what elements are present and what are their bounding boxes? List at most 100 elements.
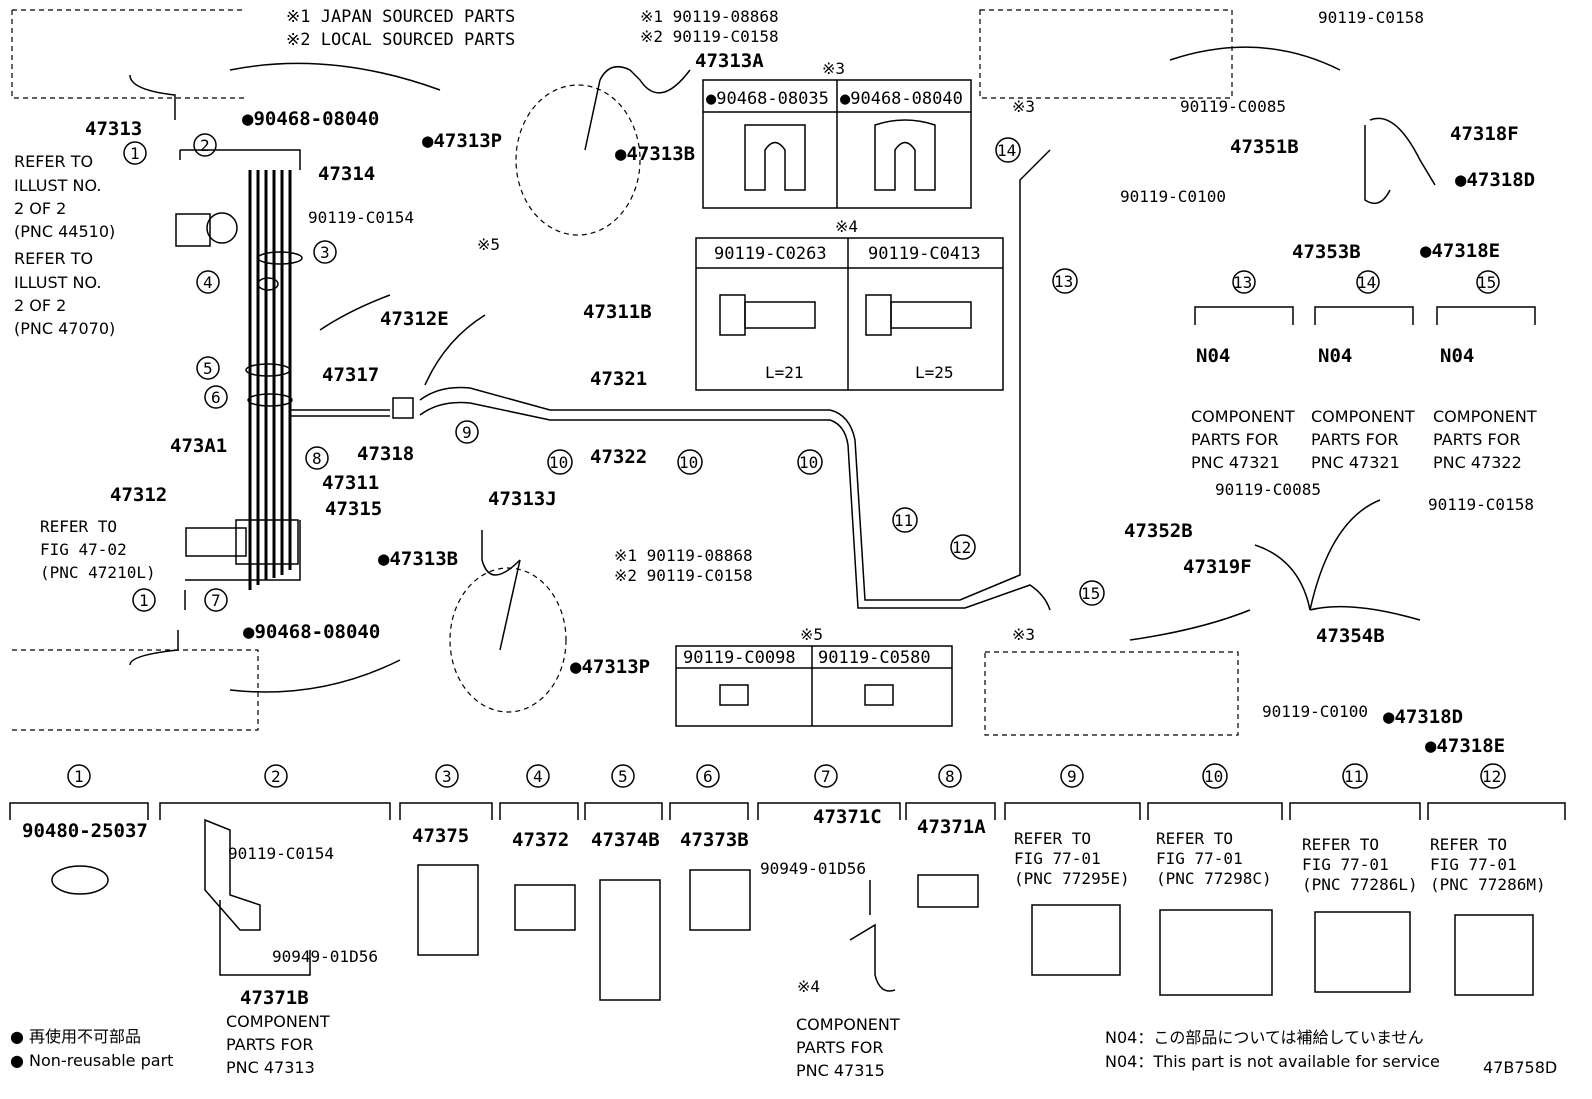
svg-text:REFER TO: REFER TO — [1156, 829, 1233, 848]
svg-text:(PNC 77295E): (PNC 77295E) — [1014, 869, 1130, 888]
svg-text:PNC 47322: PNC 47322 — [1433, 453, 1522, 472]
svg-text:47373B: 47373B — [680, 829, 749, 851]
svg-text:4: 4 — [533, 767, 543, 786]
arrow-top-left — [229, 62, 441, 91]
outline-bottom-right — [984, 651, 1239, 736]
svg-text:● Non-reusable part: ● Non-reusable part — [10, 1051, 173, 1070]
svg-text:6: 6 — [703, 767, 713, 786]
svg-text:●90468-08035: ●90468-08035 — [706, 89, 829, 109]
svg-text:COMPONENT: COMPONENT — [1433, 407, 1537, 426]
svg-text:●47313B: ●47313B — [615, 143, 695, 165]
note-local: ※2 LOCAL SOURCED PARTS — [286, 30, 515, 50]
table-x4: ※4 90119-C0263 90119-C0413 L=21 L=25 — [695, 217, 1004, 391]
svg-text:47351B: 47351B — [1230, 136, 1299, 158]
svg-text:10: 10 — [799, 453, 818, 472]
svg-text:N04: N04 — [1440, 345, 1474, 367]
svg-text:(PNC 77286L): (PNC 77286L) — [1302, 875, 1418, 894]
svg-text:(PNC 47070): (PNC 47070) — [14, 319, 115, 338]
bottom-parts: 1 2 3 4 5 6 7 8 9 10 11 12 90480-25037 9… — [9, 763, 1566, 1080]
svg-text:90119-C0413: 90119-C0413 — [868, 244, 981, 264]
svg-text:REFER TO: REFER TO — [14, 152, 93, 171]
svg-text:※5: ※5 — [800, 625, 823, 644]
svg-text:L=21: L=21 — [765, 363, 804, 382]
svg-text:PNC 47313: PNC 47313 — [226, 1058, 315, 1077]
svg-text:90119-C0263: 90119-C0263 — [714, 244, 827, 264]
ref-fig47: REFER TO FIG 47-02 (PNC 47210L) — [40, 517, 156, 582]
table-x3: ※3 ●90468-08035 ●90468-08040 — [702, 59, 972, 209]
svg-text:COMPONENT: COMPONENT — [796, 1015, 900, 1034]
outline-top-right — [979, 9, 1233, 99]
svg-text:15: 15 — [1081, 584, 1100, 603]
svg-text:47318F: 47318F — [1450, 123, 1519, 145]
svg-text:47315: 47315 — [325, 498, 382, 520]
svg-text:(PNC 77298C): (PNC 77298C) — [1156, 869, 1272, 888]
svg-text:2 OF 2: 2 OF 2 — [14, 199, 66, 218]
svg-text:47312E: 47312E — [380, 308, 449, 330]
svg-text:7: 7 — [821, 767, 831, 786]
svg-text:COMPONENT: COMPONENT — [1311, 407, 1415, 426]
svg-text:47353B: 47353B — [1292, 241, 1361, 263]
svg-text:N04: N04 — [1318, 345, 1352, 367]
svg-text:47322: 47322 — [590, 446, 647, 468]
rear-bottom-right: 90119-C0085 90119-C0158 47352B 47319F 47… — [1012, 480, 1534, 757]
svg-text:11: 11 — [894, 511, 913, 530]
svg-text:PARTS FOR: PARTS FOR — [1191, 430, 1278, 449]
svg-text:1: 1 — [130, 144, 140, 163]
svg-text:90949-01D56: 90949-01D56 — [760, 859, 866, 878]
arrow-top-right — [1169, 46, 1341, 71]
svg-text:※5: ※5 — [477, 235, 500, 254]
svg-text:N04：This part is not available: N04：This part is not available for servi… — [1105, 1052, 1440, 1071]
svg-text:10: 10 — [679, 453, 698, 472]
svg-text:※2 90119-C0158: ※2 90119-C0158 — [640, 27, 779, 46]
svg-text:●47318E: ●47318E — [1420, 240, 1500, 262]
svg-text:7: 7 — [211, 591, 221, 610]
svg-text:●47313B: ●47313B — [378, 548, 458, 570]
svg-text:90480-25037: 90480-25037 — [22, 820, 148, 842]
svg-text:3: 3 — [320, 243, 330, 262]
svg-text:FIG 77-01: FIG 77-01 — [1156, 849, 1243, 868]
svg-text:47319F: 47319F — [1183, 556, 1252, 578]
front-hose-mid: 47313J ※1 90119-08868 ※2 90119-C0158 ●47… — [378, 488, 753, 713]
svg-text:11: 11 — [1344, 767, 1363, 786]
svg-text:10: 10 — [1204, 767, 1223, 786]
svg-text:47374B: 47374B — [591, 829, 660, 851]
svg-text:47375: 47375 — [412, 825, 469, 847]
arrow-47311B — [424, 314, 486, 386]
svg-text:FIG 47-02: FIG 47-02 — [40, 540, 127, 559]
svg-text:COMPONENT: COMPONENT — [1191, 407, 1295, 426]
ref-block-9: REFER TO FIG 77-01 (PNC 77295E) — [1014, 829, 1130, 976]
svg-text:FIG 77-01: FIG 77-01 — [1014, 849, 1101, 868]
svg-text:● 再使用不可部品: ● 再使用不可部品 — [10, 1027, 141, 1046]
svg-text:●47318D: ●47318D — [1455, 169, 1535, 191]
svg-text:(PNC 77286M): (PNC 77286M) — [1430, 875, 1546, 894]
svg-text:47317: 47317 — [322, 364, 379, 386]
brake-lines — [290, 149, 1051, 611]
svg-text:●47313P: ●47313P — [570, 656, 650, 678]
svg-text:COMPONENT: COMPONENT — [226, 1012, 330, 1031]
svg-text:※4: ※4 — [835, 217, 858, 236]
svg-text:PNC 47315: PNC 47315 — [796, 1061, 885, 1080]
svg-text:※3: ※3 — [1012, 97, 1035, 116]
svg-text:12: 12 — [952, 538, 971, 557]
svg-text:FIG 77-01: FIG 77-01 — [1430, 855, 1517, 874]
svg-text:10: 10 — [549, 453, 568, 472]
svg-text:47314: 47314 — [318, 163, 375, 185]
svg-text:REFER TO: REFER TO — [14, 249, 93, 268]
svg-text:473A1: 473A1 — [170, 435, 227, 457]
svg-text:※2 90119-C0158: ※2 90119-C0158 — [614, 566, 753, 585]
svg-text:ILLUST NO.: ILLUST NO. — [14, 176, 101, 195]
svg-text:N04：この部品については補給していません: N04：この部品については補給していません — [1105, 1028, 1424, 1047]
svg-text:47313A: 47313A — [695, 50, 764, 72]
svg-text:90119-C0158: 90119-C0158 — [1318, 8, 1424, 27]
svg-text:PARTS FOR: PARTS FOR — [1311, 430, 1398, 449]
svg-text:90949-01D56: 90949-01D56 — [272, 947, 378, 966]
svg-text:PARTS FOR: PARTS FOR — [796, 1038, 883, 1057]
svg-text:6: 6 — [211, 388, 221, 407]
svg-text:47318: 47318 — [357, 443, 414, 465]
ref-circles: 1 2 3 4 5 6 7 1 8 9 10 10 10 11 12 13 14… — [123, 133, 1105, 612]
svg-text:47B758D: 47B758D — [1483, 1058, 1557, 1077]
arrow-47312E — [319, 294, 391, 331]
svg-text:3: 3 — [442, 767, 452, 786]
svg-text:47312: 47312 — [110, 484, 167, 506]
